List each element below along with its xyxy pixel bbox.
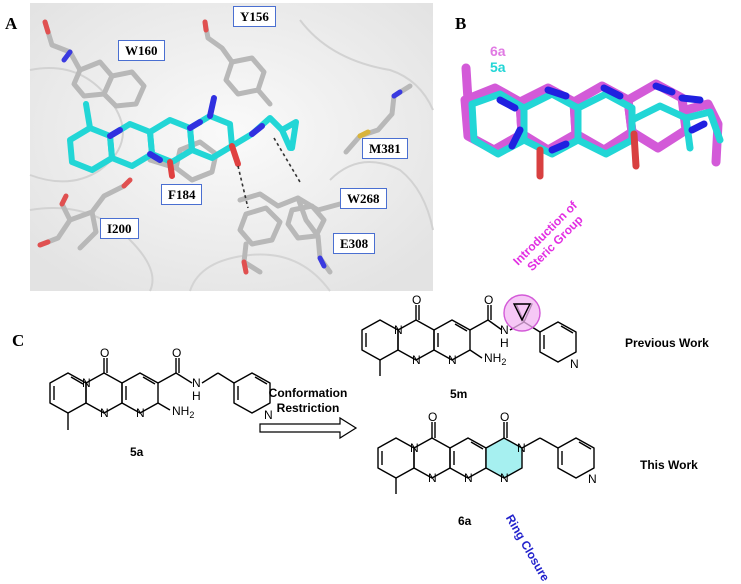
panel-label-a: A	[5, 14, 18, 33]
structure-5m	[361, 303, 577, 376]
surface-contour	[189, 253, 331, 292]
surface-contour	[329, 161, 434, 231]
atom-n: N	[264, 408, 273, 422]
atom-o: O	[412, 293, 421, 307]
residue-label-w268: W268	[340, 188, 387, 209]
ring-closure-highlight	[485, 437, 523, 479]
overlay-heteroatoms	[496, 82, 708, 180]
residue-label-f184: F184	[161, 184, 203, 205]
atom-n: N	[464, 471, 473, 485]
atom-h: H	[192, 389, 201, 403]
arrow-label: Conformation Restriction	[258, 386, 358, 416]
previous-work-label: Previous Work	[625, 336, 709, 350]
this-work-label: This Work	[640, 458, 698, 472]
residue-label-w160: W160	[118, 40, 165, 61]
atom-n: N	[500, 323, 509, 337]
panel-label-b: B	[455, 14, 467, 33]
atom-n: N	[82, 376, 91, 390]
ligand-6a-heteroatoms	[107, 95, 265, 179]
compound-label-6a: 6a	[458, 514, 472, 528]
residue-label-e308: E308	[333, 233, 376, 254]
atom-n: N	[517, 441, 526, 455]
arrow-label-line2: Restriction	[276, 401, 340, 415]
amino-group: NH2	[172, 404, 194, 420]
atom-n: N	[428, 471, 437, 485]
residue-label-i200: I200	[100, 218, 139, 239]
scheme-structures	[49, 303, 595, 494]
arrow-label-line1: Conformation	[268, 386, 348, 400]
atom-n: N	[412, 353, 421, 367]
panel-label-c: C	[12, 331, 25, 350]
structure-5a	[49, 358, 271, 430]
surface-contour	[299, 19, 434, 111]
atom-n: N	[100, 406, 109, 420]
surface-contour	[29, 67, 124, 183]
legend-5a: 5a	[490, 59, 506, 75]
atom-n: N	[136, 406, 145, 420]
atom-n: N	[192, 376, 201, 390]
cyclopropyl-ring	[512, 303, 532, 322]
figure-canvas: O O N N N N H N NH2 O O N N N N H N NH2 …	[29, 3, 724, 494]
residue-label-m381: M381	[362, 138, 408, 159]
steric-group-highlight	[503, 294, 541, 332]
atom-n: N	[570, 357, 579, 371]
atom-n: N	[448, 353, 457, 367]
reaction-arrow	[259, 416, 358, 440]
compound-label-5a: 5a	[130, 445, 144, 459]
hydrogen-bonds	[237, 137, 301, 209]
compound-label-5m: 5m	[450, 387, 468, 401]
atom-o: O	[172, 346, 181, 360]
atom-o: O	[484, 293, 493, 307]
legend-6a: 6a	[490, 43, 506, 59]
atom-o: O	[100, 346, 109, 360]
atom-n: N	[394, 323, 403, 337]
residue-label-y156: Y156	[233, 6, 276, 27]
atom-n: N	[588, 472, 597, 486]
ligand-overlay-panel	[460, 63, 724, 180]
atom-n: N	[410, 441, 419, 455]
residue-heteroatoms	[37, 19, 403, 275]
structure-6a	[377, 422, 595, 494]
atom-h: H	[500, 336, 509, 350]
atom-n: N	[500, 471, 509, 485]
residue-sticks	[37, 19, 413, 275]
amino-group: NH2	[484, 351, 506, 367]
atom-o: O	[428, 410, 437, 424]
atom-o: O	[500, 410, 509, 424]
